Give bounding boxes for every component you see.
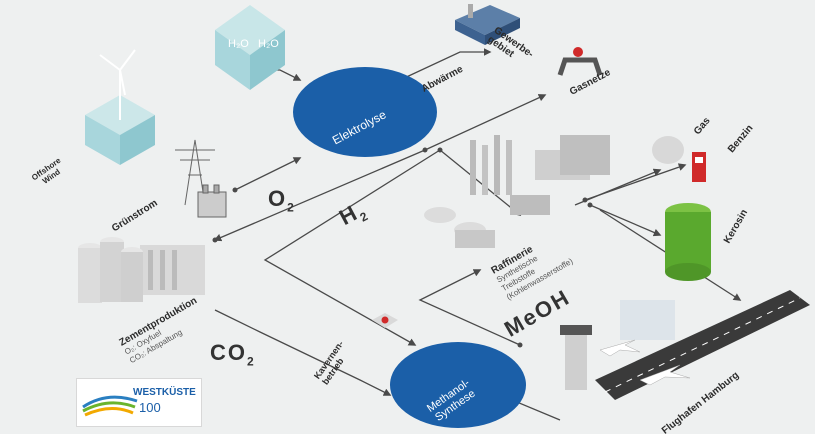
co2-label: CO2 bbox=[210, 340, 256, 369]
methanol-synthese-node bbox=[390, 342, 526, 428]
flow-h2-to-methanol bbox=[263, 149, 441, 346]
flow-gruenstrom-to-elektrolyse bbox=[234, 157, 302, 191]
h2o-label-2: H₂O bbox=[258, 38, 279, 50]
o2-label: O2 bbox=[268, 186, 296, 215]
logo-text-line1: WESTKÜSTE bbox=[133, 387, 196, 398]
westkueste-logo: WESTKÜSTE 100 bbox=[76, 378, 202, 427]
cement-plant-icon bbox=[78, 237, 205, 303]
flow-raffinerie-to-benzin bbox=[584, 163, 687, 201]
flow-meoh-to-raffinerie bbox=[418, 269, 521, 346]
logo-swoosh-icon bbox=[82, 395, 138, 417]
gasnetze-icon bbox=[557, 47, 603, 76]
raffinerie-icon bbox=[424, 135, 610, 248]
flow-o2-to-zement bbox=[213, 149, 426, 242]
flow-raffinerie-to-kerosin bbox=[589, 204, 662, 237]
flow-h2-to-raffinerie bbox=[439, 149, 522, 216]
flow-abwaerme bbox=[399, 48, 492, 81]
flow-h2-to-gasnetze bbox=[424, 94, 547, 151]
gas-tank-icon bbox=[652, 136, 684, 164]
power-pylon-icon bbox=[175, 139, 227, 218]
flughafen-icon bbox=[560, 290, 810, 400]
offshore-wind-cube bbox=[85, 49, 155, 165]
flow-co2-to-methanol bbox=[214, 309, 392, 396]
water-cube bbox=[215, 5, 285, 90]
logo-text-line2: 100 bbox=[139, 400, 161, 415]
h2o-label-1: H₂O bbox=[228, 38, 249, 50]
kavernen-icon bbox=[372, 313, 398, 328]
gewerbegebiet-icon bbox=[455, 4, 520, 45]
benzin-pump-icon bbox=[692, 152, 706, 182]
elektrolyse-node bbox=[293, 67, 437, 157]
kerosin-tank-icon bbox=[665, 203, 711, 281]
